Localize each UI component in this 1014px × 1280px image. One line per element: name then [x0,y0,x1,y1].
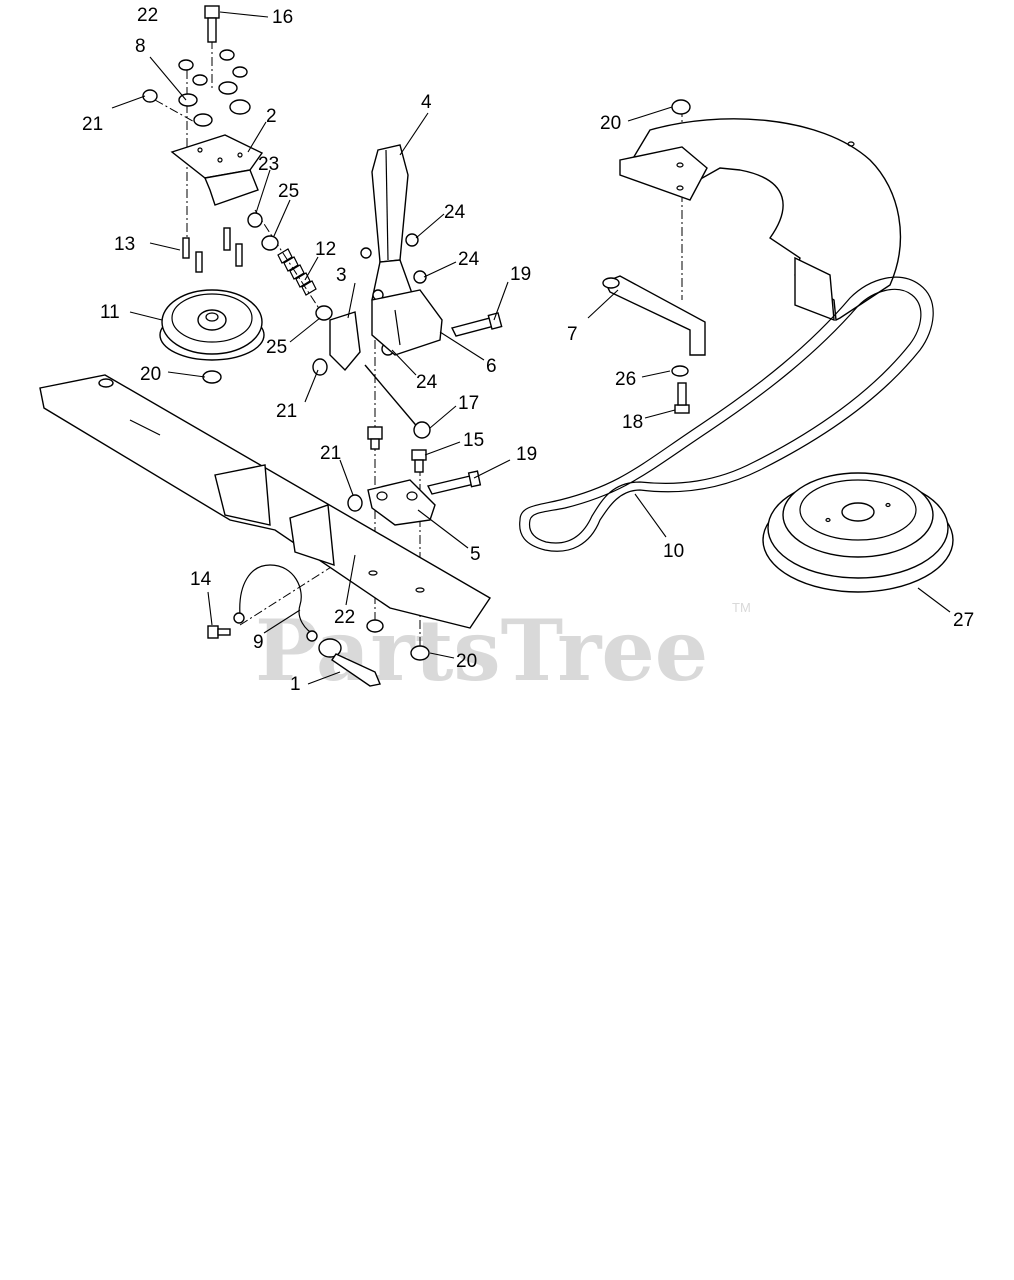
bolt-18 [674,382,690,414]
callout-20-bottom: 20 [456,651,477,672]
cable-9 [233,564,318,642]
callout-10: 10 [663,541,684,562]
idler-pulley-11 [159,289,265,361]
leader-lines [111,11,951,685]
callout-20-right: 20 [600,113,621,134]
frame-chassis [39,374,491,629]
belt-10 [519,276,934,552]
callout-24-top: 24 [444,202,466,223]
washer-26 [671,365,689,377]
bolts-13 [182,227,243,273]
part-17 [413,421,431,439]
bolt-19-upper [450,312,503,337]
bolt-19-lower [426,470,482,495]
callout-6: 6 [486,356,497,377]
callout-7: 7 [567,324,578,345]
bracket-2 [170,134,264,206]
callout-2: 2 [266,106,277,127]
nut-21-mid [312,358,328,376]
bracket-5 [367,479,436,526]
callout-27: 27 [953,610,974,631]
callout-5: 5 [470,544,481,565]
pulley-27 [762,472,954,593]
callout-16: 16 [272,7,293,28]
callout-25-bottom: 25 [266,337,287,358]
callout-21-mid: 21 [276,401,297,422]
nut-bottom-left [366,619,384,633]
bracket-7 [602,275,706,356]
callout-22-top: 22 [137,5,158,26]
callout-22-lower: 22 [334,607,355,628]
callout-24-mid: 24 [458,249,480,270]
callout-19-lower: 19 [516,444,537,465]
callout-24-bottom: 24 [416,372,438,393]
nut-20-left [202,370,222,384]
callout-26: 26 [615,369,636,390]
callout-15: 15 [463,430,484,451]
link-rod [364,364,421,431]
nut-21-lower [347,494,363,512]
callout-21-top: 21 [82,114,103,135]
bolt-16 [204,5,220,43]
callout-4: 4 [421,92,432,113]
callout-11: 11 [100,302,120,323]
callout-18: 18 [622,412,643,433]
spring-assembly [247,212,333,321]
callout-17: 17 [458,393,479,414]
bolt-15 [367,426,427,473]
callout-25-top: 25 [278,181,299,202]
callout-labels: 16 22 8 21 2 23 25 13 12 11 20 25 3 4 24… [82,5,974,695]
callout-21-lower: 21 [320,443,341,464]
nut-20-bottom [410,645,430,661]
callout-13: 13 [114,234,135,255]
callout-3: 3 [336,265,347,286]
bracket-3 [329,311,361,372]
callout-20-left: 20 [140,364,161,385]
nut-cluster-top [142,49,251,127]
bracket-6 [371,289,443,356]
part-1 [318,638,381,687]
belt-cover [619,99,902,322]
bolt-14 [207,625,231,639]
watermark-tm: TM [732,600,751,615]
callout-12: 12 [315,239,336,260]
callout-9: 9 [253,632,264,653]
callout-14: 14 [190,569,212,590]
callout-8: 8 [135,36,146,57]
callout-1: 1 [290,674,301,695]
callout-19-upper: 19 [510,264,531,285]
callout-23: 23 [258,154,279,175]
